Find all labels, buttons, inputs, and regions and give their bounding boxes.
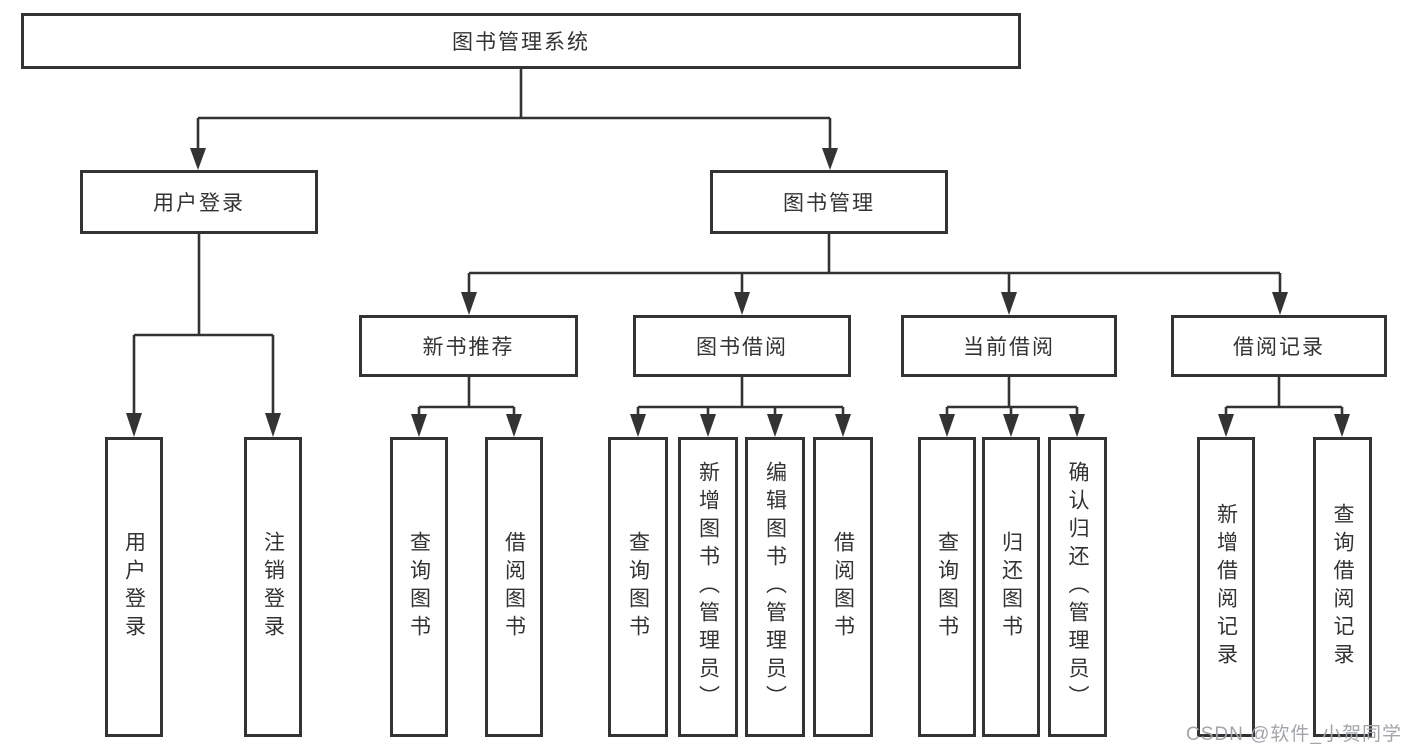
leaf-recommend-query-book-label: 查询图书: [407, 531, 431, 643]
node-current-borrow: 当前借阅: [901, 315, 1117, 377]
leaf-logout: 注销登录: [244, 437, 302, 737]
leaf-borrow-query-book-label: 查询图书: [626, 531, 650, 643]
leaf-current-confirm-return: 确认归还（管理员）: [1048, 437, 1107, 737]
leaf-current-confirm-return-label: 确认归还（管理员）: [1066, 461, 1089, 713]
leaf-borrow-query-book: 查询图书: [608, 437, 668, 737]
leaf-borrow-add-book-label: 新增图书（管理员）: [696, 461, 720, 713]
leaf-borrow-edit-book-label: 编辑图书（管理员）: [763, 461, 787, 713]
node-user-login: 用户登录: [80, 170, 318, 234]
leaf-recommend-borrow-book: 借阅图书: [485, 437, 543, 737]
leaf-borrow-borrow-book: 借阅图书: [813, 437, 873, 737]
leaf-current-query-book: 查询图书: [918, 437, 976, 737]
leaf-user-login-label: 用户登录: [122, 531, 146, 643]
leaf-current-return-book-label: 归还图书: [999, 531, 1023, 643]
csdn-watermark: CSDN @软件_小贺同学: [1186, 724, 1402, 745]
leaf-current-query-book-label: 查询图书: [935, 531, 959, 643]
node-book-borrow: 图书借阅: [633, 315, 851, 377]
node-book-management: 图书管理: [710, 170, 948, 234]
node-root: 图书管理系统: [21, 13, 1021, 69]
leaf-borrow-edit-book: 编辑图书（管理员）: [745, 437, 805, 737]
leaf-current-return-book: 归还图书: [982, 437, 1040, 737]
leaf-records-add-record: 新增借阅记录: [1197, 437, 1255, 737]
leaf-logout-label: 注销登录: [261, 531, 285, 643]
leaf-records-query-record: 查询借阅记录: [1313, 437, 1372, 737]
node-new-book-recommend: 新书推荐: [359, 315, 578, 377]
leaf-user-login: 用户登录: [105, 437, 163, 737]
leaf-borrow-add-book: 新增图书（管理员）: [678, 437, 738, 737]
leaf-recommend-query-book: 查询图书: [390, 437, 448, 737]
leaf-records-query-record-label: 查询借阅记录: [1331, 503, 1354, 671]
leaf-records-add-record-label: 新增借阅记录: [1214, 503, 1238, 671]
leaf-borrow-borrow-book-label: 借阅图书: [831, 531, 855, 643]
leaf-recommend-borrow-book-label: 借阅图书: [502, 531, 526, 643]
node-borrow-records: 借阅记录: [1171, 315, 1387, 377]
